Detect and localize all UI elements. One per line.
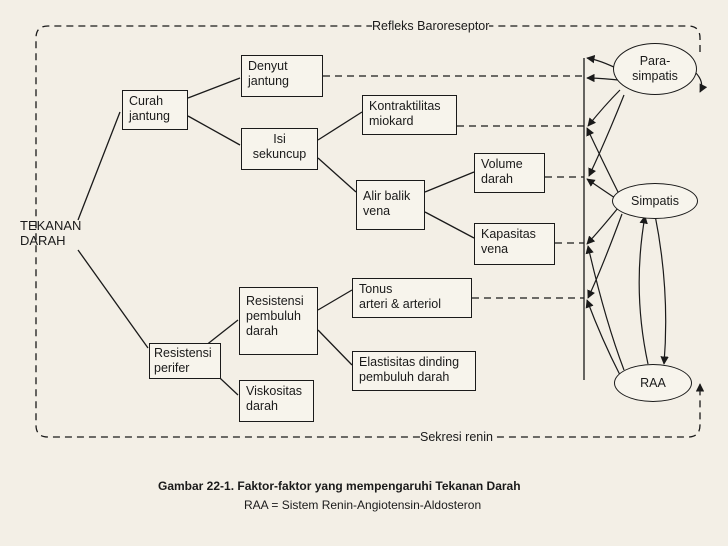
baroreceptor-loop	[35, 25, 701, 438]
node-resistensi-perifer: Resistensi perifer	[149, 343, 221, 379]
oval-parasimpatis: Para- simpatis	[613, 43, 697, 95]
node-alir-balik: Alir balik vena	[356, 180, 425, 230]
node-volume-darah: Volume darah	[474, 153, 545, 193]
caption-title: Gambar 22-1. Faktor-faktor yang mempenga…	[158, 479, 521, 493]
oval-simpatis: Simpatis	[612, 183, 698, 219]
main-label: TEKANAN DARAH	[20, 218, 82, 248]
node-resistensi-pembuluh: Resistensi pembuluh darah	[239, 287, 318, 355]
node-kontraktilitas: Kontraktilitas miokard	[362, 95, 457, 135]
node-curah-jantung: Curah jantung	[122, 90, 188, 130]
node-isi-sekuncup: Isi sekuncup	[241, 128, 318, 170]
node-tonus: Tonus arteri & arteriol	[352, 278, 472, 318]
node-elastisitas: Elastisitas dinding pembuluh darah	[352, 351, 476, 391]
caption-subtitle: RAA = Sistem Renin-Angiotensin-Aldostero…	[244, 498, 482, 512]
loop-label-top: Refleks Baroreseptor	[372, 19, 490, 34]
node-denyut-jantung: Denyut jantung	[241, 55, 323, 97]
loop-label-bottom: Sekresi renin	[420, 430, 493, 445]
oval-raa: RAA	[614, 364, 692, 402]
node-viskositas: Viskositas darah	[239, 380, 314, 422]
node-kapasitas-vena: Kapasitas vena	[474, 223, 555, 265]
